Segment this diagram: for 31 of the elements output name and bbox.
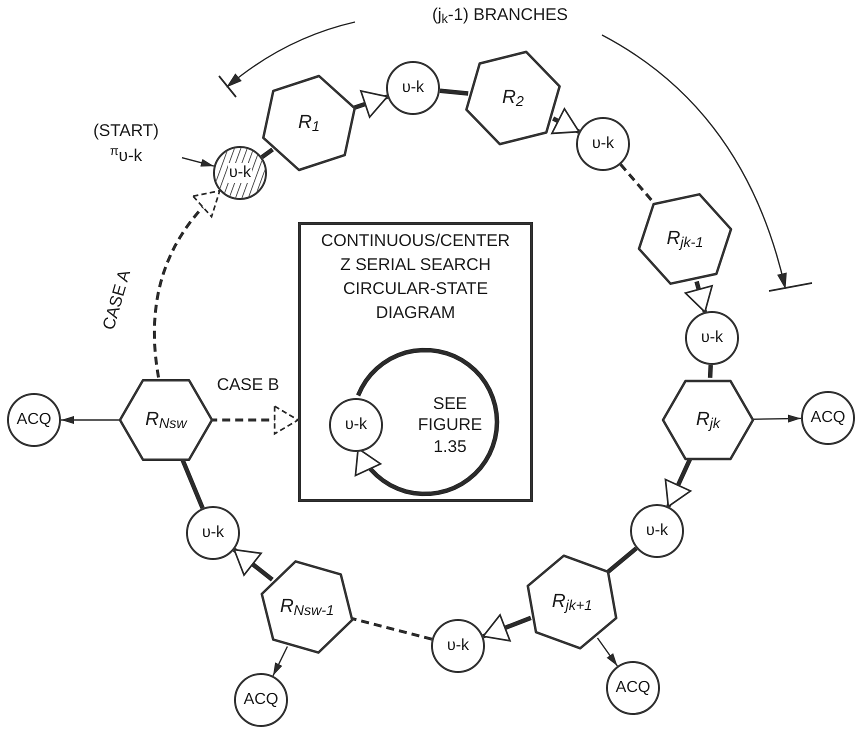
hexagon-state [259, 73, 359, 173]
state-label: υ-k [228, 163, 252, 183]
hatched-state-circle [213, 146, 267, 200]
state-label: ACQ [242, 690, 280, 710]
state-label: R$_{jk}$ [696, 408, 720, 434]
state-note: (START) [93, 120, 159, 141]
state-label: ACQ [16, 410, 52, 430]
state-label: R$_{Nsw-1}$ [280, 594, 334, 622]
hexagon-state [463, 48, 563, 148]
state-label: ACQ [614, 678, 652, 698]
state-label: ACQ [810, 408, 846, 428]
state-label: R$_{Nsw}$ [145, 408, 187, 434]
state-label: R$_{1}$ [298, 110, 320, 138]
arrow [596, 638, 618, 666]
transition-arrow [551, 108, 580, 134]
hexagon-state [258, 558, 356, 656]
state-label: R$_{2}$ [502, 86, 524, 112]
arrow [182, 157, 214, 167]
transition-arrow [232, 548, 274, 582]
transition-arrow [354, 348, 500, 496]
state-note: SEE FIGURE 1.35 [416, 393, 484, 457]
state-note: $^{π}$υ-k [110, 145, 142, 166]
transition-arrow [684, 280, 713, 313]
hexagon-state [636, 190, 734, 288]
panel-title: CONTINUOUS/CENTER Z SERIAL SEARCH CIRCULAR-STATE DIAGRAM [320, 230, 511, 324]
state-label: R$_{jk+1}$ [552, 590, 592, 616]
branch-count-label: (j$_{k}$-1) BRANCHES [432, 5, 568, 24]
dashed-transition-arrow [152, 190, 221, 378]
diagram-panel [298, 222, 533, 502]
state-label: R$_{jk-1}$ [666, 226, 704, 254]
transition-arrow [482, 614, 532, 642]
